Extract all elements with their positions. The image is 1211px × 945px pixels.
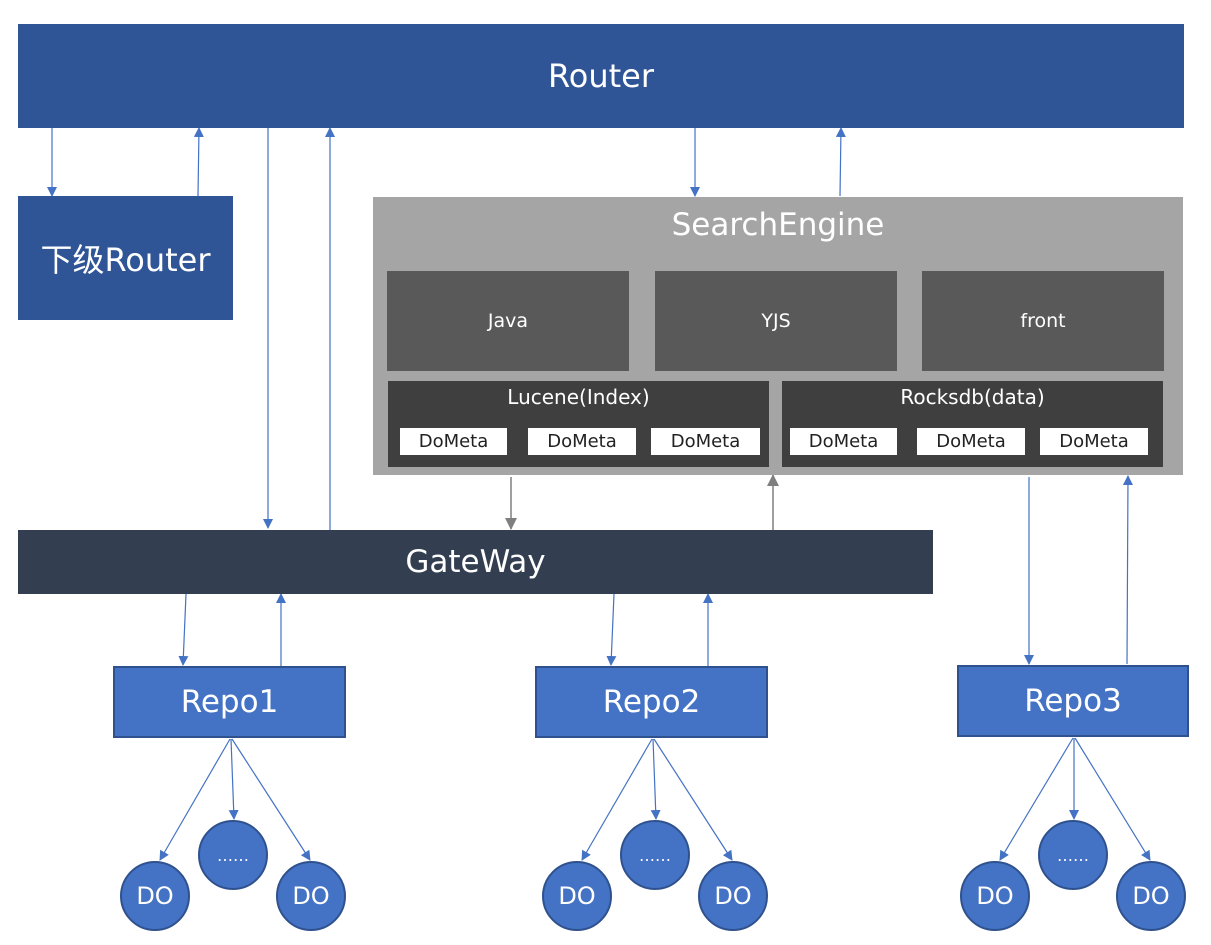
module-label: Java xyxy=(487,310,529,332)
arrow-connector xyxy=(159,738,231,861)
arrow-connector xyxy=(606,593,617,666)
more-nodes: …… xyxy=(1038,820,1108,890)
arrow-connector xyxy=(178,593,189,666)
repo3-box: Repo3 xyxy=(957,665,1189,737)
arrow-connector xyxy=(650,738,661,820)
module-java: Java xyxy=(387,271,629,371)
arrow-connector xyxy=(999,737,1074,861)
sub-router-box: 下级Router xyxy=(18,196,233,320)
module-yjs: YJS xyxy=(655,271,897,371)
rocksdb-dometa: DoMeta xyxy=(1040,428,1148,455)
rocksdb-dometa: DoMeta xyxy=(790,428,897,455)
search-engine-label: SearchEngine xyxy=(671,207,885,243)
arrow-connector xyxy=(1122,475,1133,665)
lucene-dometa: DoMeta xyxy=(400,428,507,455)
lucene-label: Lucene(Index) xyxy=(507,385,650,409)
do-node: DO xyxy=(698,861,768,931)
do-node: DO xyxy=(120,861,190,931)
do-node: DO xyxy=(542,861,612,931)
module-front: front xyxy=(922,271,1164,371)
arrow-connector xyxy=(581,738,653,861)
repo-label: Repo1 xyxy=(180,684,279,720)
repo-label: Repo3 xyxy=(1024,683,1122,719)
repo-label: Repo2 xyxy=(602,684,701,720)
rocksdb-dometa: DoMeta xyxy=(917,428,1025,455)
arrow-connector xyxy=(231,738,311,861)
repo1-box: Repo1 xyxy=(113,666,346,738)
module-label: YJS xyxy=(761,310,791,332)
arrow-connector xyxy=(835,127,846,197)
more-nodes: …… xyxy=(620,820,690,890)
do-node: DO xyxy=(1116,861,1186,931)
arrow-connector xyxy=(653,738,733,861)
arrow-connector xyxy=(193,127,204,197)
do-node: DO xyxy=(960,861,1030,931)
lucene-dometa: DoMeta xyxy=(528,428,636,455)
arrow-connector xyxy=(1074,737,1151,861)
repo2-box: Repo2 xyxy=(535,666,768,738)
more-nodes: …… xyxy=(198,820,268,890)
router-box: Router xyxy=(18,24,1184,128)
rocksdb-label: Rocksdb(data) xyxy=(900,385,1045,409)
gateway-box: GateWay xyxy=(18,530,933,594)
router-label: Router xyxy=(547,57,655,95)
lucene-dometa: DoMeta xyxy=(651,428,760,455)
module-label: front xyxy=(1020,310,1066,332)
gateway-label: GateWay xyxy=(405,544,546,580)
sub-router-label: 下级Router xyxy=(40,241,211,279)
arrow-connector xyxy=(228,738,239,820)
do-node: DO xyxy=(276,861,346,931)
